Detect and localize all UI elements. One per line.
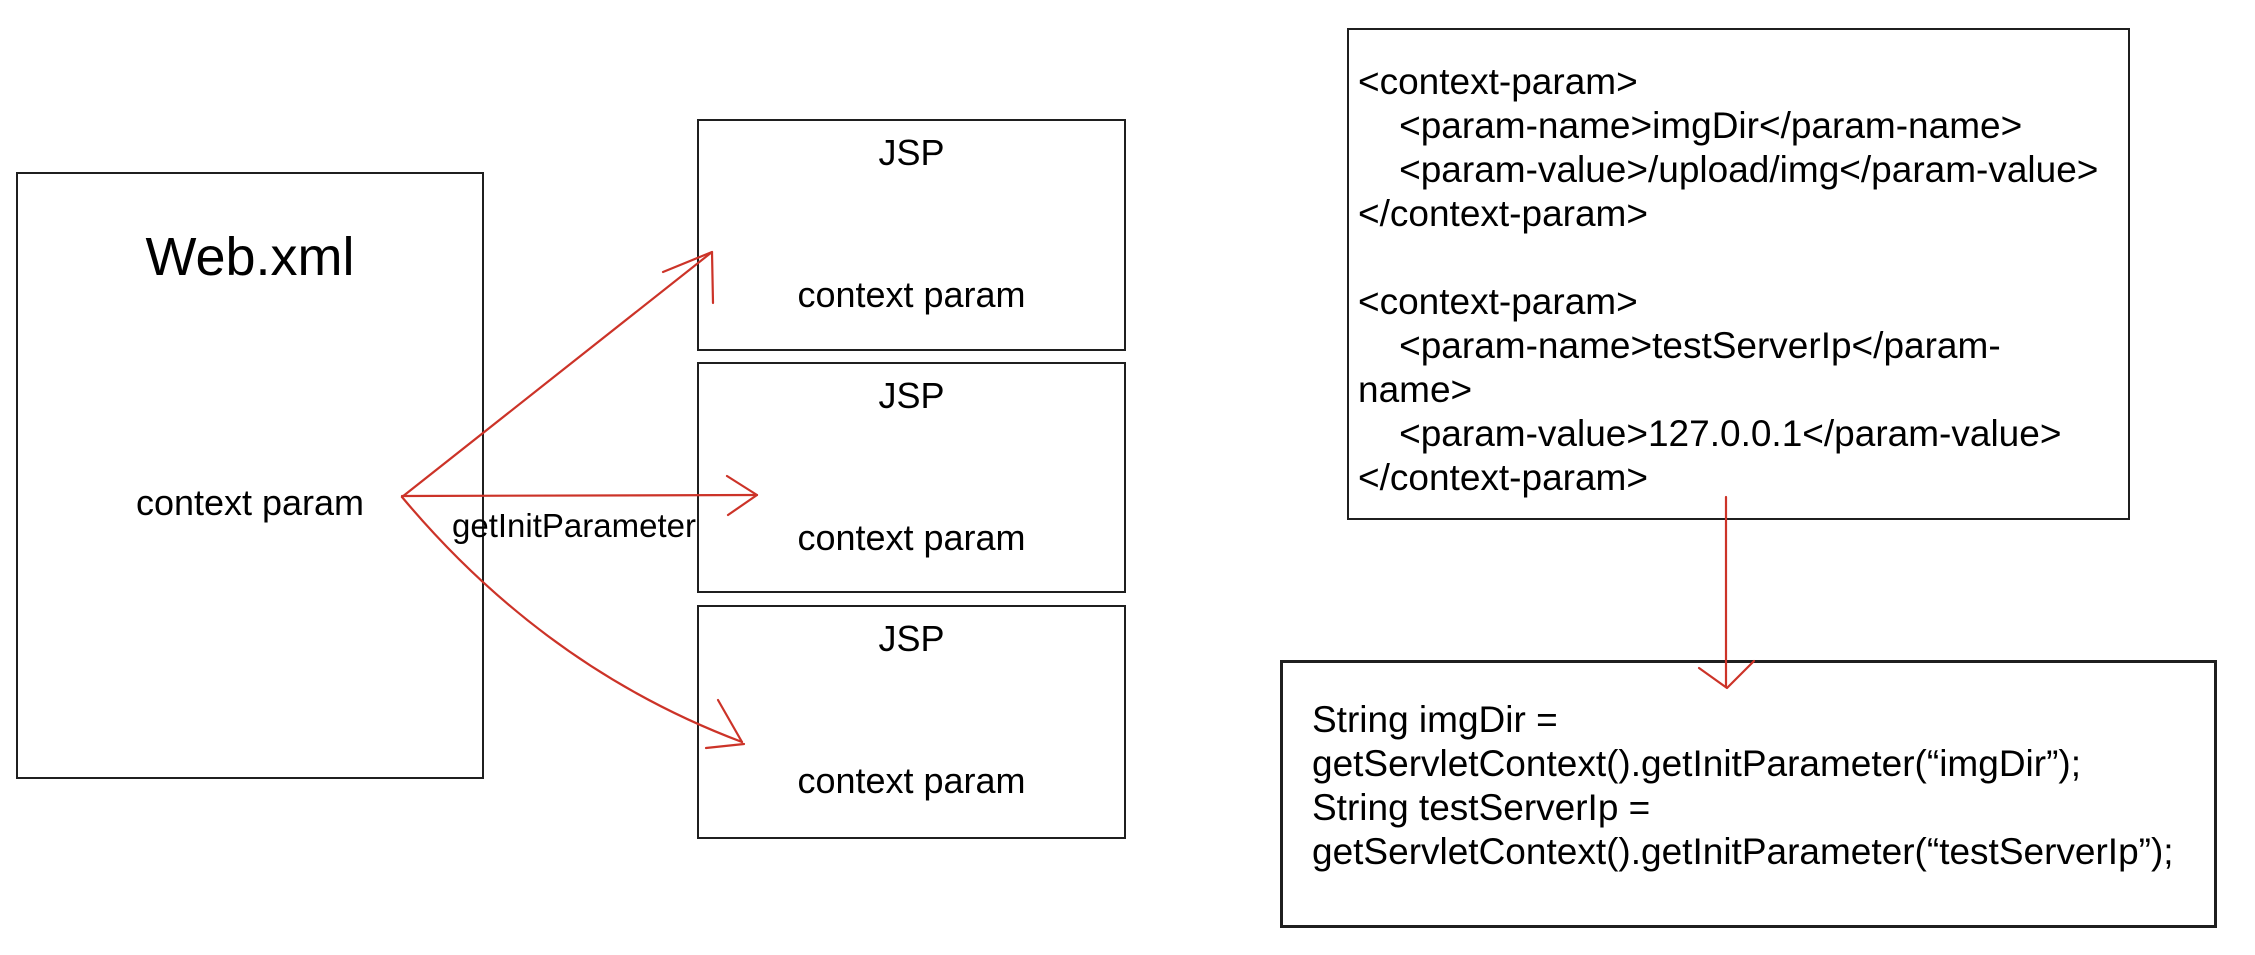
- jsp-box-1-title: JSP: [878, 132, 945, 173]
- java-code: String imgDir = getServletContext().getI…: [1283, 663, 2214, 874]
- java-code-line: getServletContext().getInitParameter(“im…: [1312, 743, 2081, 784]
- jsp-box-3-context-param-label: context param: [797, 760, 1026, 801]
- jsp-box-2-context-param-label: context param: [797, 517, 1026, 558]
- jsp-box-1: JSP context param: [697, 119, 1126, 351]
- webxml-box: Web.xml context param: [16, 172, 484, 779]
- xml-code-line: name>: [1358, 369, 1473, 410]
- webxml-context-param-label: context param: [135, 482, 365, 523]
- xml-code-line: <param-value>127.0.0.1</param-value>: [1358, 413, 2062, 454]
- xml-code-line: <context-param>: [1358, 61, 1638, 102]
- java-code-line: String imgDir =: [1312, 699, 1558, 740]
- xml-code-box: <context-param> <param-name>imgDir</para…: [1347, 28, 2130, 520]
- jsp-box-2: JSP context param: [697, 362, 1126, 593]
- xml-code: <context-param> <param-name>imgDir</para…: [1349, 30, 2128, 500]
- xml-code-line: </context-param>: [1358, 457, 1648, 498]
- xml-code-line: </context-param>: [1358, 193, 1648, 234]
- jsp-box-1-context-param-label: context param: [797, 274, 1026, 315]
- xml-code-line: <param-name>testServerIp</param-: [1358, 325, 2001, 366]
- jsp-box-3-title: JSP: [878, 618, 945, 659]
- xml-code-line: <param-name>imgDir</param-name>: [1358, 105, 2023, 146]
- xml-code-line: <param-value>/upload/img</param-value>: [1358, 149, 2099, 190]
- java-code-line: String testServerIp =: [1312, 787, 1651, 828]
- xml-code-line: [1358, 236, 2120, 280]
- webxml-title: Web.xml: [145, 227, 355, 287]
- jsp-box-2-title: JSP: [878, 375, 945, 416]
- java-code-box: String imgDir = getServletContext().getI…: [1280, 660, 2217, 928]
- jsp-box-3: JSP context param: [697, 605, 1126, 839]
- getinitparameter-label: getInitParameter: [452, 507, 696, 544]
- xml-code-line: <context-param>: [1358, 281, 1638, 322]
- java-code-line: getServletContext().getInitParameter(“te…: [1312, 831, 2174, 872]
